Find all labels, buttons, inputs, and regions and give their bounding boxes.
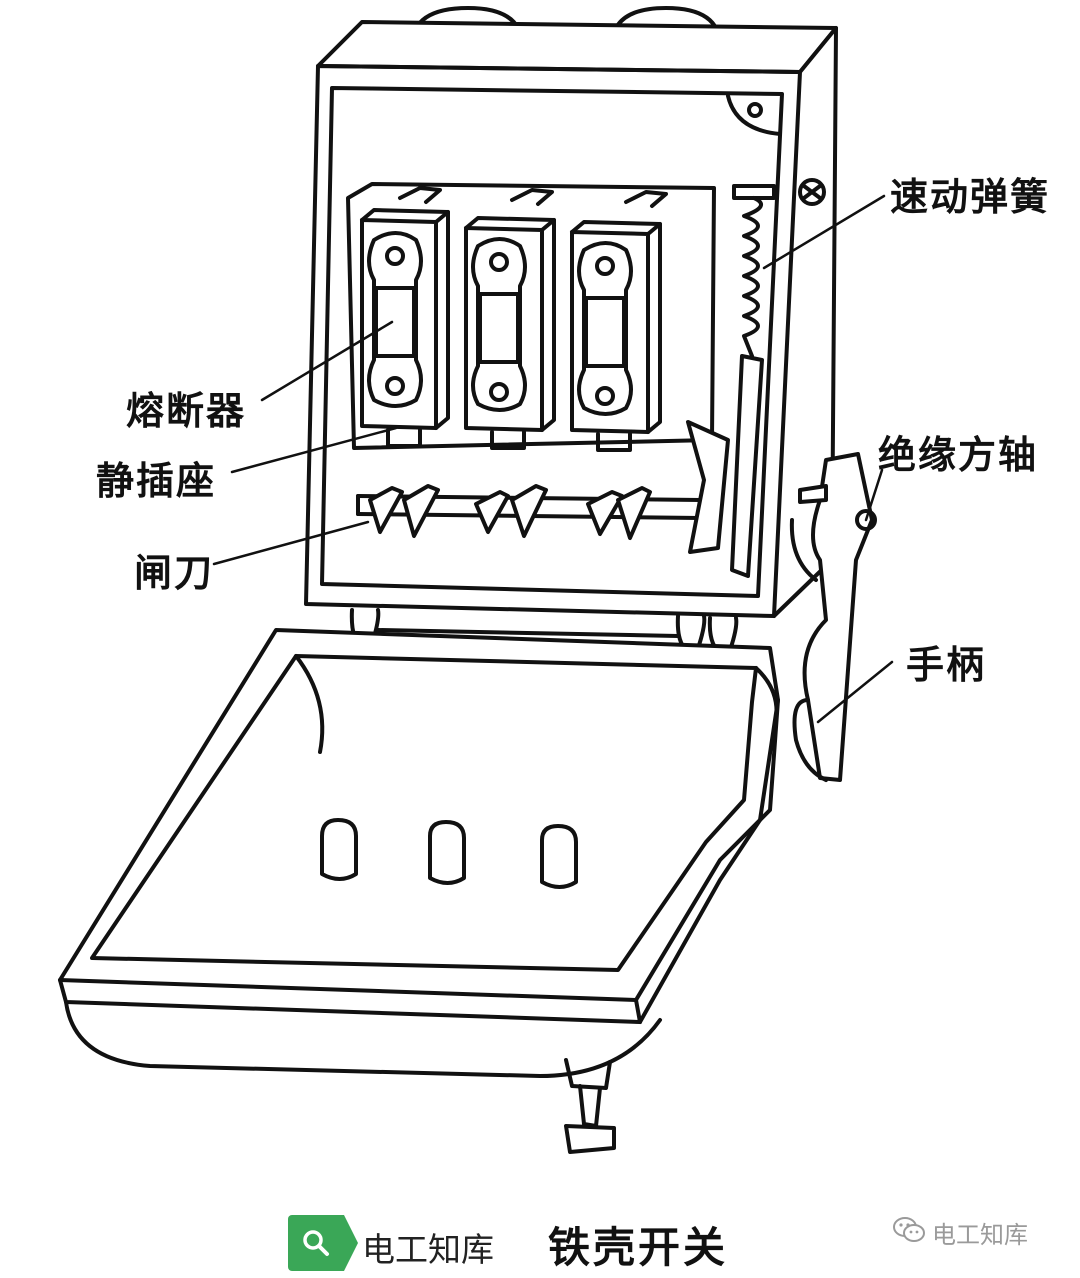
search-icon[interactable] bbox=[288, 1215, 344, 1271]
watermark: 电工知库 bbox=[892, 1215, 1028, 1249]
label-handle: 手柄 bbox=[906, 643, 987, 687]
label-quick-action-spring: 速动弹簧 bbox=[890, 175, 1051, 219]
label-blade: 闸刀 bbox=[134, 551, 215, 595]
lid-lock-screw bbox=[564, 1058, 616, 1154]
shaft-and-handle bbox=[789, 452, 877, 782]
watermark-text: 电工知库 bbox=[932, 1220, 1028, 1249]
blade-assembly bbox=[356, 420, 730, 554]
leader-lines bbox=[212, 194, 894, 724]
static-sockets bbox=[386, 428, 632, 452]
label-insulated-shaft: 绝缘方轴 bbox=[878, 433, 1039, 477]
fuse-1 bbox=[360, 208, 450, 430]
switch-box bbox=[304, 20, 838, 618]
search-badge[interactable]: 电工知库 bbox=[288, 1215, 516, 1271]
fuse-panel bbox=[346, 182, 716, 450]
search-badge-label: 电工知库 bbox=[362, 1230, 494, 1269]
fuse-2 bbox=[464, 216, 556, 432]
quick-action-spring bbox=[730, 184, 776, 578]
iron-case-switch-diagram bbox=[58, 6, 894, 1154]
figure-caption: 铁壳开关 bbox=[548, 1223, 729, 1272]
label-static-socket: 静插座 bbox=[96, 459, 217, 503]
fuse-3 bbox=[570, 220, 662, 434]
wechat-icon bbox=[892, 1215, 926, 1249]
open-lid bbox=[58, 628, 780, 1078]
label-fuse: 熔断器 bbox=[126, 389, 247, 433]
